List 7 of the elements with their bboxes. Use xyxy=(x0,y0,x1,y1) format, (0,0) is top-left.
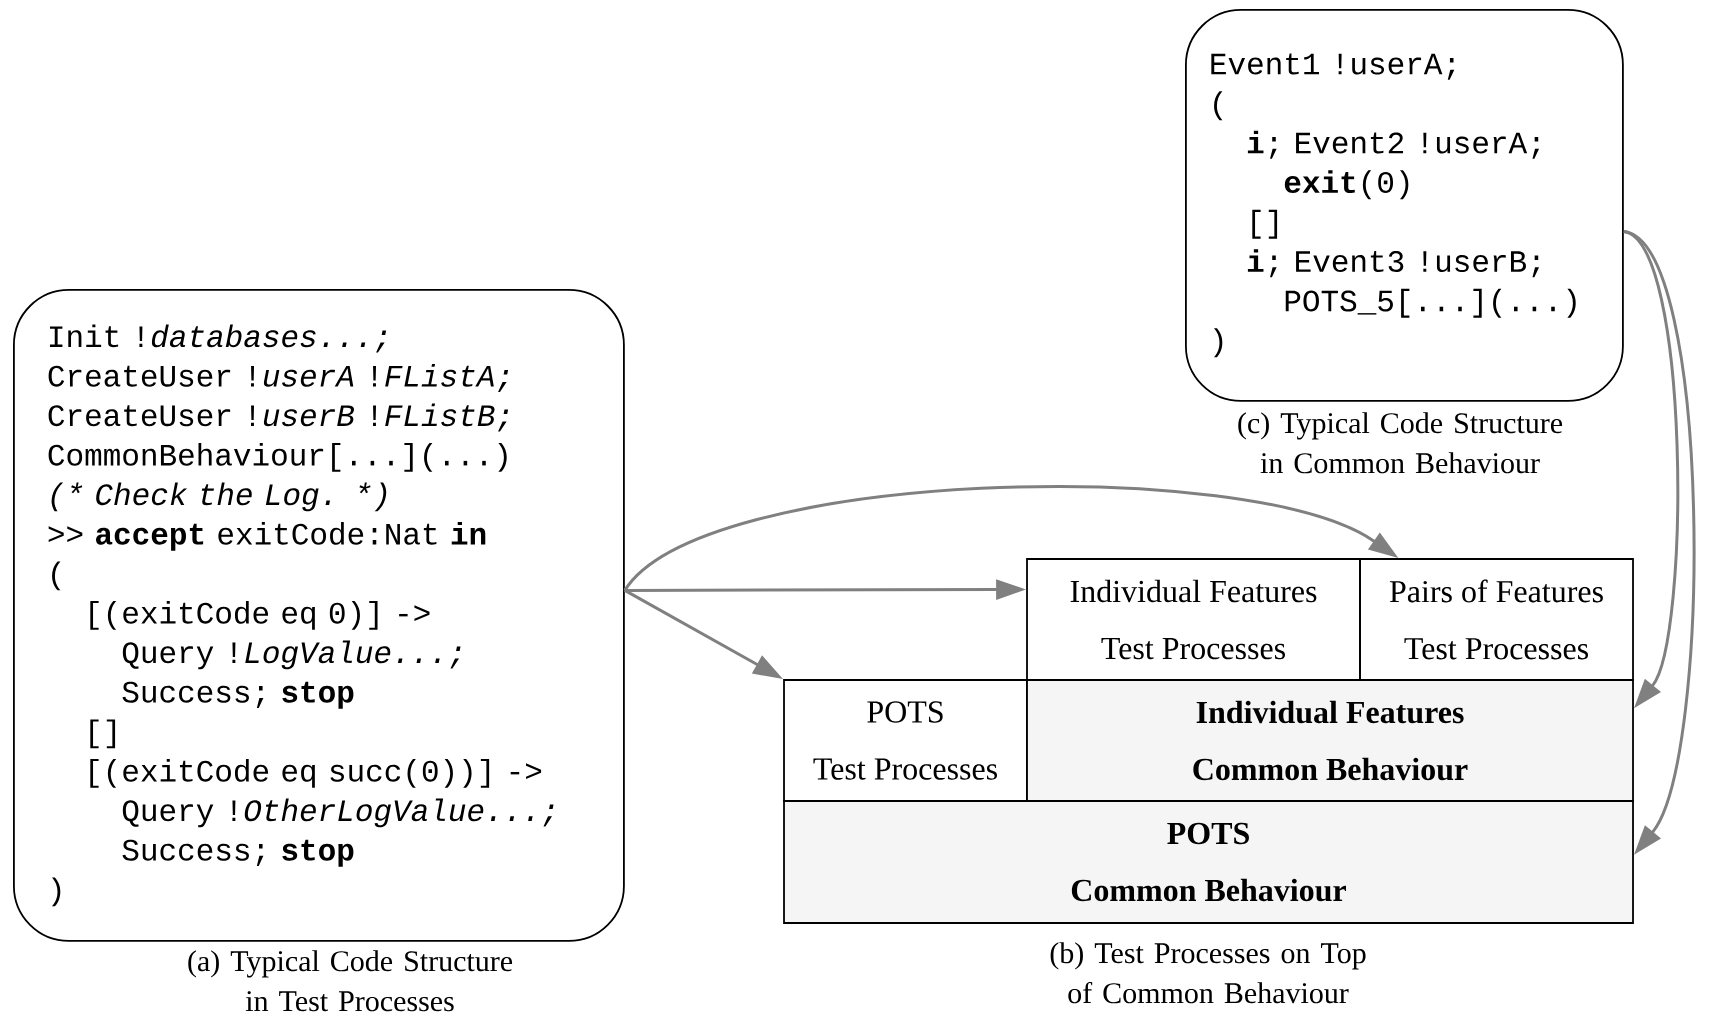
code-box: Init !databases...; CreateUser !userA !FListA; CreateUser !userB !FListB; CommonBehaviour[...](...) (* Check the Log. *) >> accept exitCode:Nat in ( [(exitCode eq 0)] -> Query !LogValue...; Success; stop [] [(exitCode eq succ(0))] -> Query !OtherLogValue...; Success; stop ) xyxy=(13,289,625,942)
layer-box: POTS Common Behaviour xyxy=(783,800,1634,924)
layer-box: Individual Features Common Behaviour xyxy=(1026,679,1634,802)
node-label: (a) Typical Code Structure in Test Processes xyxy=(188,950,513,1012)
code-box: Event1 !userA; ( i; Event2 !userA; exit(0) [] i; Event3 !userB; POTS_5[...](...) ) xyxy=(1185,9,1624,402)
node-label: (b) Test Processes on Top of Common Behaviour xyxy=(1050,942,1366,1004)
node-label: (c) Typical Code Structure in Common Behaviour xyxy=(1238,412,1563,474)
